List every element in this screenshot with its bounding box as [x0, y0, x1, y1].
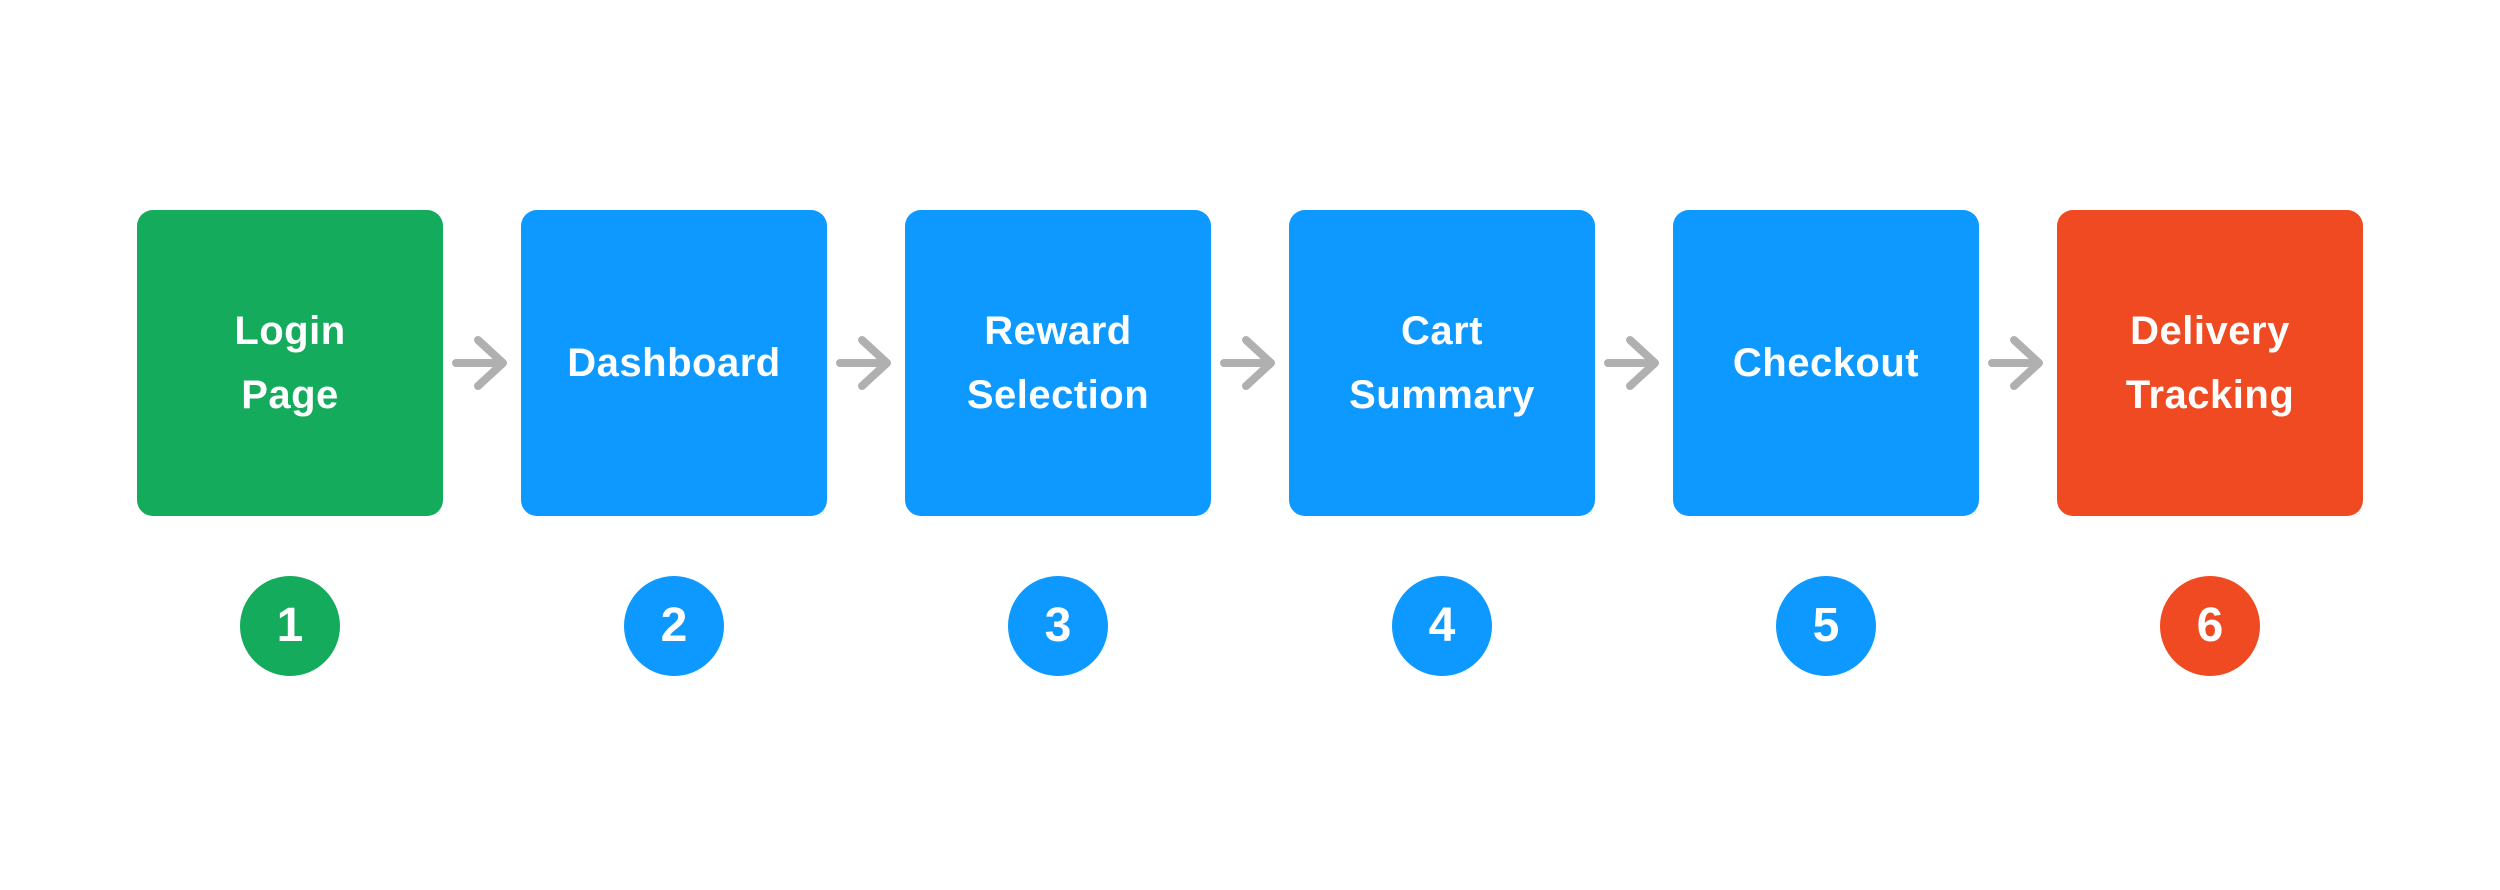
- flow-step-2: Dashboard 2: [521, 210, 827, 676]
- flow-step-4: Cart Summary 4: [1289, 210, 1595, 676]
- step-number-badge-5[interactable]: 5: [1776, 576, 1876, 676]
- flow-step-6: Delivery Tracking 6: [2057, 210, 2363, 676]
- flow-step-1: Login Page 1: [137, 210, 443, 676]
- arrow-right-icon: [836, 336, 891, 390]
- step-number-badge-1[interactable]: 1: [240, 576, 340, 676]
- step-number: 1: [276, 599, 304, 652]
- step-number: 5: [1812, 599, 1840, 652]
- step-number: 3: [1044, 599, 1072, 652]
- flow-step-label: Delivery Tracking: [2125, 309, 2295, 417]
- flow-step-label: Checkout: [1732, 341, 1920, 385]
- arrow-right-icon: [1604, 336, 1659, 390]
- flow-arrow-2[interactable]: [827, 210, 905, 516]
- arrow-right-icon: [452, 336, 507, 390]
- step-number-badge-4[interactable]: 4: [1392, 576, 1492, 676]
- user-flow: Login Page 1 Dashboard 2 Reward Selectio…: [137, 210, 2363, 676]
- flow-arrow-3[interactable]: [1211, 210, 1289, 516]
- flow-step-box-5[interactable]: Checkout: [1673, 210, 1979, 516]
- flow-step-box-3[interactable]: Reward Selection: [905, 210, 1211, 516]
- arrow-right-icon: [1220, 336, 1275, 390]
- step-number: 4: [1428, 599, 1456, 652]
- flow-step-5: Checkout 5: [1673, 210, 1979, 676]
- flow-arrow-1[interactable]: [443, 210, 521, 516]
- step-number-badge-2[interactable]: 2: [624, 576, 724, 676]
- step-number-badge-3[interactable]: 3: [1008, 576, 1108, 676]
- step-number: 6: [2196, 599, 2224, 652]
- flow-step-3: Reward Selection 3: [905, 210, 1211, 676]
- flow-step-box-4[interactable]: Cart Summary: [1289, 210, 1595, 516]
- flow-step-box-2[interactable]: Dashboard: [521, 210, 827, 516]
- flow-step-box-1[interactable]: Login Page: [137, 210, 443, 516]
- flow-step-label: Reward Selection: [966, 309, 1150, 417]
- step-number: 2: [660, 599, 688, 652]
- flow-step-box-6[interactable]: Delivery Tracking: [2057, 210, 2363, 516]
- arrow-right-icon: [1988, 336, 2043, 390]
- step-number-badge-6[interactable]: 6: [2160, 576, 2260, 676]
- flow-step-label: Login Page: [234, 309, 346, 417]
- flow-step-label: Dashboard: [567, 341, 781, 385]
- flow-arrow-5[interactable]: [1979, 210, 2057, 516]
- flow-step-label: Cart Summary: [1349, 309, 1535, 417]
- flow-arrow-4[interactable]: [1595, 210, 1673, 516]
